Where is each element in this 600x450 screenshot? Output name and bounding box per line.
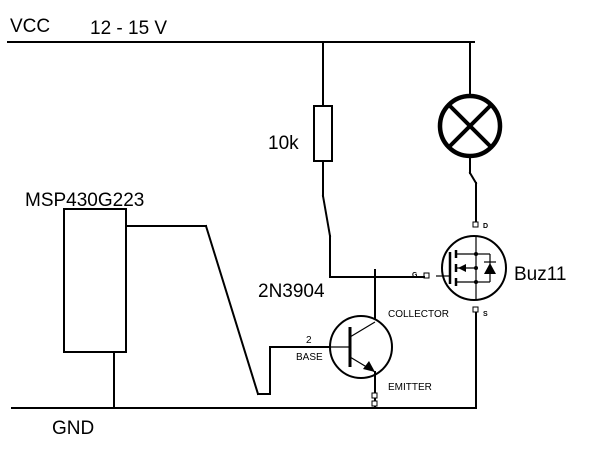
source-pin-label: S [483, 311, 488, 318]
resistor-symbol [313, 105, 333, 162]
resistor-branch [313, 41, 333, 278]
lamp-icon [437, 93, 503, 159]
drain-pin-label: D [483, 223, 488, 230]
gate-pin-label: G [412, 272, 418, 279]
mosfet-pin-markers [423, 221, 479, 313]
emitter-wire [371, 371, 378, 409]
n-channel-mosfet-symbol [436, 235, 507, 301]
npn-transistor-symbol [329, 315, 393, 379]
vcc-label: VCC [10, 16, 50, 37]
base-wire [125, 224, 331, 396]
base-label: BASE [296, 352, 323, 363]
lamp-branch [437, 41, 503, 409]
npn-part-label: 2N3904 [258, 281, 325, 302]
supply-voltage-label: 12 - 15 V [90, 18, 167, 39]
mcu-part-label: MSP430G223 [25, 190, 144, 211]
base-pin-number: 2 [306, 335, 312, 346]
collector-label: COLLECTOR [388, 309, 449, 320]
gate-wire [329, 269, 425, 325]
mosfet-part-label: Buz11 [514, 264, 566, 285]
ic-block [63, 208, 127, 409]
emitter-label: EMITTER [388, 382, 432, 393]
gnd-label: GND [52, 418, 94, 439]
resistor-value-label: 10k [268, 133, 299, 154]
